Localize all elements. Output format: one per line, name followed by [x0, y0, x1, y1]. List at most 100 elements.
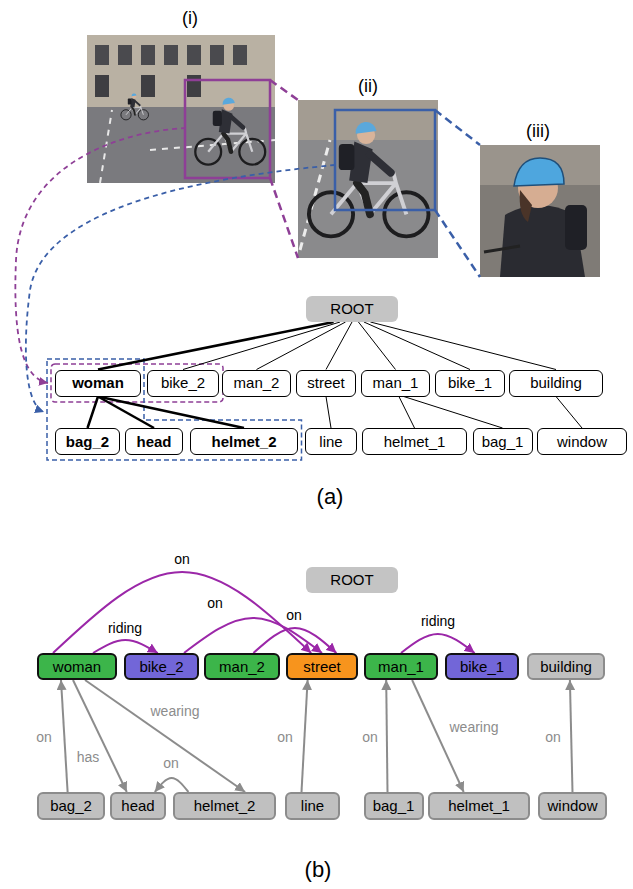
- relation-arc: [401, 634, 475, 653]
- object-node: bike_1: [445, 653, 519, 680]
- illustration-part: [210, 45, 224, 65]
- illustration-part: [195, 98, 265, 165]
- root-node: ROOT: [306, 567, 398, 593]
- panel-label: (i): [182, 8, 198, 29]
- illustration-part: [141, 75, 155, 97]
- photo-i: [87, 35, 275, 183]
- relation-label: on: [275, 730, 295, 745]
- photo-ii: [298, 100, 438, 258]
- object-node: woman: [37, 653, 117, 680]
- relation-arc: [93, 640, 158, 653]
- object-node: woman: [55, 370, 141, 397]
- illustration-part: [87, 35, 275, 183]
- object-node: street: [286, 653, 358, 680]
- relation-arc: [253, 628, 336, 653]
- object-node: bag_1: [364, 792, 424, 820]
- illustration-part: [233, 45, 247, 65]
- illustration-part: [298, 100, 438, 258]
- relation-label: wearing: [148, 704, 201, 719]
- connector-line: [386, 680, 387, 792]
- node-label: man_2: [215, 658, 269, 676]
- relation-label: has: [75, 750, 102, 765]
- connector-line: [399, 397, 415, 429]
- subgraph-bracket: [51, 364, 223, 402]
- panel-label: (b): [305, 857, 332, 883]
- object-node: head: [110, 792, 166, 820]
- illustration-part: [480, 145, 600, 277]
- root-node: ROOT: [306, 296, 398, 322]
- panel-label: (ii): [358, 76, 378, 97]
- object-node: helmet_2: [190, 428, 298, 455]
- object-node: man_2: [222, 370, 291, 397]
- illustration-part: [87, 35, 275, 107]
- object-node: window: [537, 428, 627, 455]
- connector-line: [412, 680, 464, 792]
- illustration-part: [100, 110, 275, 183]
- connector-line: [370, 322, 556, 370]
- illustration-part: [118, 45, 132, 65]
- node-label: street: [303, 374, 349, 392]
- object-node: bike_2: [147, 370, 219, 397]
- object-node: man_2: [204, 653, 280, 680]
- relation-arc: [155, 778, 189, 792]
- illustration-part: [480, 145, 600, 185]
- photo-iii: [480, 145, 600, 277]
- node-label: line: [315, 433, 346, 451]
- node-label: building: [536, 658, 596, 676]
- node-label: building: [526, 374, 586, 392]
- connector-line: [257, 322, 346, 370]
- object-node: man_1: [361, 370, 430, 397]
- connector-line: [326, 322, 352, 370]
- object-node: bag_2: [55, 428, 120, 455]
- connector-line: [556, 397, 582, 429]
- node-label: helmet_2: [207, 433, 280, 451]
- object-node: helmet_2: [173, 792, 276, 820]
- node-label: bag_2: [46, 797, 96, 815]
- object-node: bike_1: [435, 370, 505, 397]
- node-label: window: [553, 433, 611, 451]
- zoom-line: [435, 110, 480, 277]
- illustration-part: [520, 190, 532, 222]
- illustration-part: [87, 107, 275, 183]
- relation-label: on: [543, 730, 563, 745]
- node-label: street: [299, 658, 345, 676]
- illustration-part: [164, 45, 178, 65]
- object-node: head: [125, 428, 183, 455]
- illustration-part: [300, 140, 330, 250]
- illustration-part: [141, 45, 155, 65]
- panel-label: (iii): [526, 121, 550, 142]
- node-label: man_1: [374, 658, 428, 676]
- relation-label: on: [172, 552, 192, 567]
- relation-label: on: [284, 608, 304, 623]
- object-node: building: [509, 370, 603, 397]
- node-label: bike_2: [157, 374, 209, 392]
- relation-label: on: [360, 730, 380, 745]
- illustration-part: [95, 75, 109, 97]
- object-node: bag_2: [37, 792, 105, 820]
- object-node: street: [296, 370, 356, 397]
- node-label: bag_2: [62, 433, 113, 451]
- object-node: helmet_1: [362, 428, 467, 455]
- subgraph-bracket: [47, 359, 302, 460]
- node-label: bike_1: [444, 374, 496, 392]
- illustration-part: [565, 205, 587, 250]
- illustration-part: [309, 122, 429, 236]
- region-pointer: [15, 128, 186, 383]
- node-label: woman: [49, 658, 105, 676]
- connector-line: [364, 322, 470, 370]
- relation-label: on: [34, 730, 54, 745]
- connector-line: [98, 397, 154, 429]
- node-label: ROOT: [326, 300, 377, 318]
- node-label: man_2: [230, 374, 284, 392]
- crop-box: [185, 80, 270, 178]
- node-label: window: [543, 797, 601, 815]
- connector-line: [358, 322, 395, 370]
- relation-label: on: [161, 756, 181, 771]
- zoom-line: [270, 80, 298, 258]
- connector-line: [326, 397, 331, 429]
- node-label: helmet_1: [380, 433, 450, 451]
- object-node: line: [305, 428, 357, 455]
- node-label: bike_2: [135, 658, 187, 676]
- node-label: ROOT: [326, 571, 377, 589]
- illustration-part: [187, 45, 201, 65]
